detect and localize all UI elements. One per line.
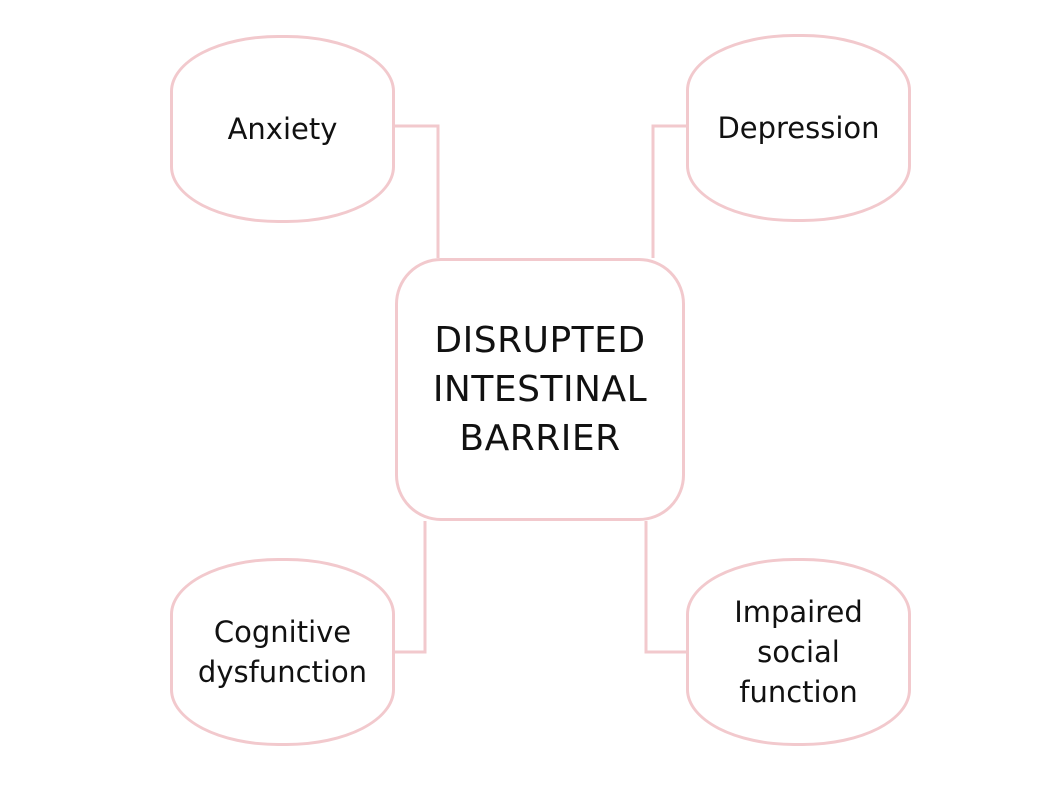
- node-cognitive-dysfunction: Cognitive dysfunction: [170, 558, 395, 746]
- connector-social: [644, 521, 686, 654]
- connector-cognitive: [395, 521, 427, 654]
- node-depression: Depression: [686, 34, 911, 222]
- center-node-line-3: BARRIER: [459, 418, 621, 459]
- node-cognitive-line-1: Cognitive: [213, 615, 352, 649]
- center-node-line-2: INTESTINAL: [432, 369, 648, 410]
- center-node-line-1: DISRUPTED: [434, 320, 646, 361]
- node-anxiety-label: Anxiety: [227, 112, 338, 146]
- center-node-disrupted-intestinal-barrier: DISRUPTED INTESTINAL BARRIER: [395, 258, 685, 521]
- node-social-line-2: social: [757, 635, 840, 669]
- node-social-line-1: Impaired: [734, 595, 863, 629]
- node-impaired-social-function: Impaired social function: [686, 558, 911, 746]
- node-cognitive-line-2: dysfunction: [197, 655, 368, 689]
- node-depression-label: Depression: [717, 111, 880, 145]
- connector-anxiety: [395, 124, 440, 258]
- node-anxiety: Anxiety: [170, 35, 395, 223]
- connector-depression: [651, 124, 686, 258]
- node-social-line-3: function: [739, 675, 858, 709]
